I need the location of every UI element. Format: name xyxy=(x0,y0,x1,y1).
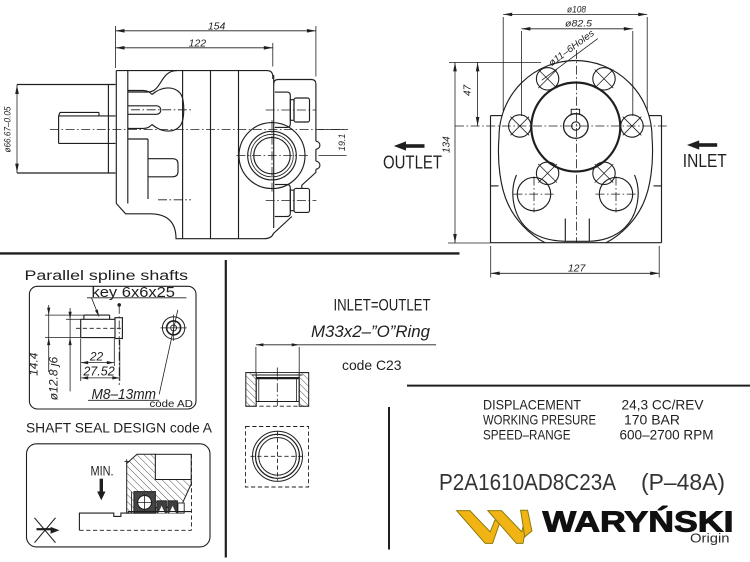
svg-text:600–2700 RPM: 600–2700 RPM xyxy=(620,426,714,442)
svg-text:14.4: 14.4 xyxy=(26,352,40,376)
svg-text:ø66.67–0.05: ø66.67–0.05 xyxy=(3,106,14,153)
svg-text:SHAFT SEAL DESIGN code A: SHAFT SEAL DESIGN code A xyxy=(26,421,213,437)
svg-text:P2A1610AD8C23A: P2A1610AD8C23A xyxy=(439,469,616,495)
svg-text:OUTLET: OUTLET xyxy=(383,152,442,172)
svg-text:code AD: code AD xyxy=(150,398,194,410)
svg-text:Origin: Origin xyxy=(690,531,730,545)
svg-text:code C23: code C23 xyxy=(342,357,402,373)
svg-text:SPEED–RANGE: SPEED–RANGE xyxy=(483,426,571,442)
svg-text:134: 134 xyxy=(441,136,452,153)
svg-text:27.52: 27.52 xyxy=(82,364,114,378)
svg-text:ø108: ø108 xyxy=(567,4,587,15)
svg-text:INLET=OUTLET: INLET=OUTLET xyxy=(334,296,431,314)
svg-text:M33x2–”O”Ring: M33x2–”O”Ring xyxy=(311,323,430,341)
svg-text:key 6x6x25: key 6x6x25 xyxy=(92,285,176,301)
svg-text:WARYŃSKI: WARYŃSKI xyxy=(543,506,734,538)
svg-text:M8–13mm: M8–13mm xyxy=(92,386,157,403)
svg-text:Parallel spline shafts: Parallel spline shafts xyxy=(25,268,189,284)
svg-text:19.1: 19.1 xyxy=(337,134,347,152)
svg-text:22: 22 xyxy=(89,350,104,364)
svg-text:WORKING PRESURE: WORKING PRESURE xyxy=(483,412,596,428)
svg-text:ø12.8 j6: ø12.8 j6 xyxy=(47,356,61,400)
svg-text:154: 154 xyxy=(208,21,226,33)
svg-text:(P–48A): (P–48A) xyxy=(641,469,725,495)
svg-text:MIN.: MIN. xyxy=(91,463,114,478)
svg-text:24,3 CC/REV: 24,3 CC/REV xyxy=(622,397,705,413)
svg-text:INLET: INLET xyxy=(683,151,727,171)
svg-text:DISPLACEMENT: DISPLACEMENT xyxy=(483,397,581,413)
svg-text:122: 122 xyxy=(189,38,207,50)
svg-text:127: 127 xyxy=(568,263,587,275)
svg-text:ø82.5: ø82.5 xyxy=(565,19,593,30)
svg-text:170 BAR: 170 BAR xyxy=(624,412,680,428)
svg-text:47: 47 xyxy=(463,84,474,96)
